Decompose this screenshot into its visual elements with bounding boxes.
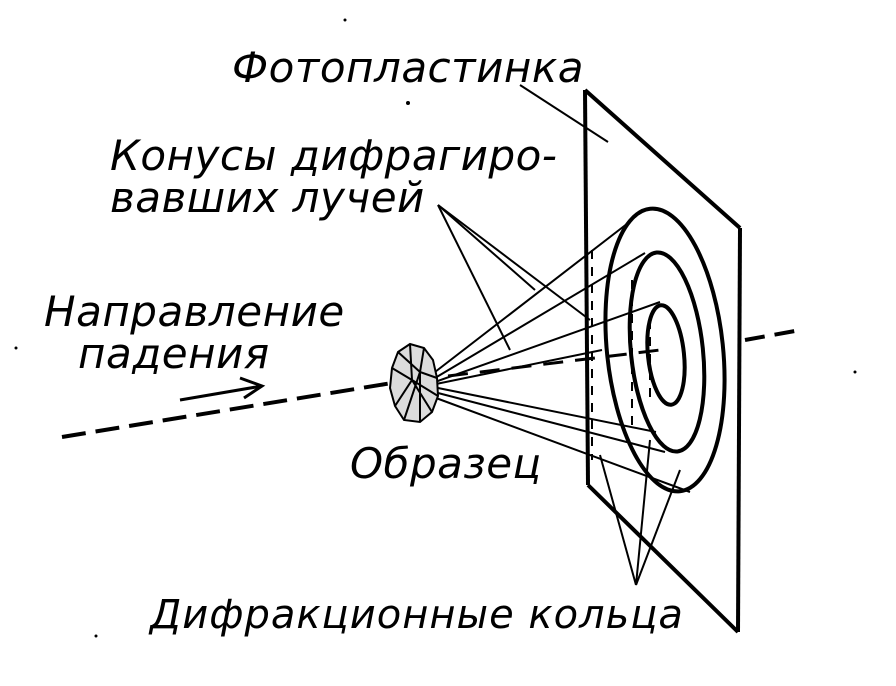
label-photoplate: Фотопластинка <box>232 43 584 92</box>
rings-leader-line <box>635 469 681 586</box>
ring-hidden-lines <box>591 250 651 460</box>
exit-beam-line <box>744 329 796 342</box>
photoplate-leader-line <box>519 84 609 143</box>
speck <box>94 634 98 638</box>
cones-leader-line <box>437 204 591 321</box>
cones-leader-line <box>437 204 536 291</box>
rings-leader-line <box>635 439 651 586</box>
speck <box>343 18 347 22</box>
ring-middle <box>627 250 707 454</box>
label-sample: Образец <box>350 439 542 488</box>
speck <box>14 346 18 350</box>
transmitted-beam-line <box>447 348 661 378</box>
ring-outer <box>603 206 727 494</box>
cone-ray <box>437 387 657 433</box>
cone-ray <box>434 301 661 383</box>
label-cones-line2: вавших лучей <box>110 173 425 222</box>
photoplate-edge-right <box>736 227 742 633</box>
ring-inner <box>645 303 687 407</box>
rings-leaders <box>599 439 681 586</box>
speck <box>406 101 410 105</box>
cone-ray <box>434 252 646 379</box>
speck <box>853 370 857 374</box>
sample-specimen <box>388 342 440 424</box>
cone-ray <box>435 349 603 385</box>
direction-arrow-head <box>239 376 266 400</box>
label-cones-line1: Конусы дифрагиро- <box>110 131 557 180</box>
rings-leader-line <box>599 454 637 586</box>
print-specks <box>14 18 857 638</box>
label-direction-line2: падения <box>78 329 270 378</box>
incident-beam-line <box>61 381 393 439</box>
photoplate-edge-bottom <box>586 483 740 634</box>
cone-ray <box>434 219 633 373</box>
incident-beam <box>61 329 796 439</box>
direction-arrow <box>179 376 266 402</box>
label-direction-line1: Направление <box>44 287 345 336</box>
cones-leaders <box>437 204 591 351</box>
direction-arrow-shaft <box>179 384 263 402</box>
diffraction-rings <box>603 206 727 494</box>
photoplate-edge-top <box>583 88 742 230</box>
cones-leader-line <box>437 204 511 351</box>
sample-facets <box>391 343 439 422</box>
label-rings: Дифракционные кольца <box>148 592 684 638</box>
